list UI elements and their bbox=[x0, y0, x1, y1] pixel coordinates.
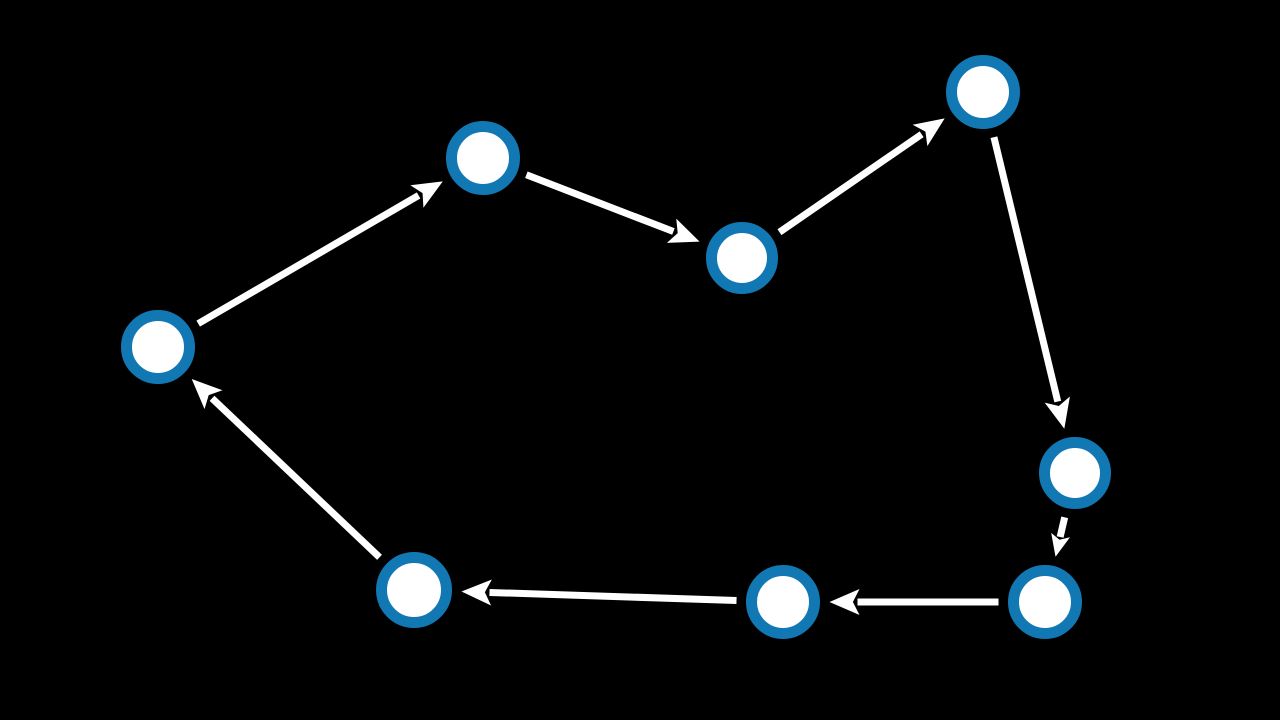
node-circle bbox=[746, 565, 820, 639]
edge-arrowhead-icon bbox=[191, 379, 223, 410]
node-layer bbox=[121, 55, 1111, 639]
graph-edge[interactable] bbox=[525, 171, 700, 243]
graph-edge[interactable] bbox=[1051, 516, 1070, 557]
node-circle bbox=[376, 552, 452, 628]
graph-node[interactable] bbox=[121, 310, 195, 384]
graph-edge[interactable] bbox=[990, 136, 1070, 429]
edge-arrowhead-icon bbox=[829, 589, 860, 615]
edge-line bbox=[196, 192, 421, 327]
graph-edge[interactable] bbox=[461, 579, 737, 606]
node-circle bbox=[1039, 437, 1111, 509]
edge-line bbox=[777, 131, 924, 236]
edge-line bbox=[990, 136, 1062, 403]
edge-arrowhead-icon bbox=[1044, 396, 1070, 429]
edge-arrowhead-icon bbox=[666, 218, 700, 243]
edge-line bbox=[525, 171, 675, 235]
graph-node[interactable] bbox=[1008, 565, 1082, 639]
graph-edge[interactable] bbox=[191, 379, 382, 560]
node-circle bbox=[446, 121, 520, 195]
edge-line bbox=[489, 588, 737, 604]
graph-edge[interactable] bbox=[829, 589, 999, 615]
edge-layer bbox=[191, 118, 1070, 615]
edge-arrowhead-icon bbox=[461, 579, 492, 606]
edge-arrowhead-icon bbox=[410, 181, 443, 208]
graph-node[interactable] bbox=[376, 552, 452, 628]
graph-node[interactable] bbox=[446, 121, 520, 195]
node-circle bbox=[1008, 565, 1082, 639]
node-circle bbox=[121, 310, 195, 384]
edge-arrowhead-icon bbox=[912, 118, 945, 147]
edge-arrowhead-icon bbox=[1051, 532, 1070, 557]
node-circle bbox=[706, 222, 778, 294]
edge-line bbox=[1056, 516, 1069, 538]
graph-node[interactable] bbox=[706, 222, 778, 294]
graph-node[interactable] bbox=[946, 55, 1020, 129]
graph-edge[interactable] bbox=[196, 181, 443, 327]
node-circle bbox=[946, 55, 1020, 129]
edge-line bbox=[209, 395, 382, 560]
graph-node[interactable] bbox=[746, 565, 820, 639]
graph-edge[interactable] bbox=[777, 118, 945, 236]
graph-node[interactable] bbox=[1039, 437, 1111, 509]
